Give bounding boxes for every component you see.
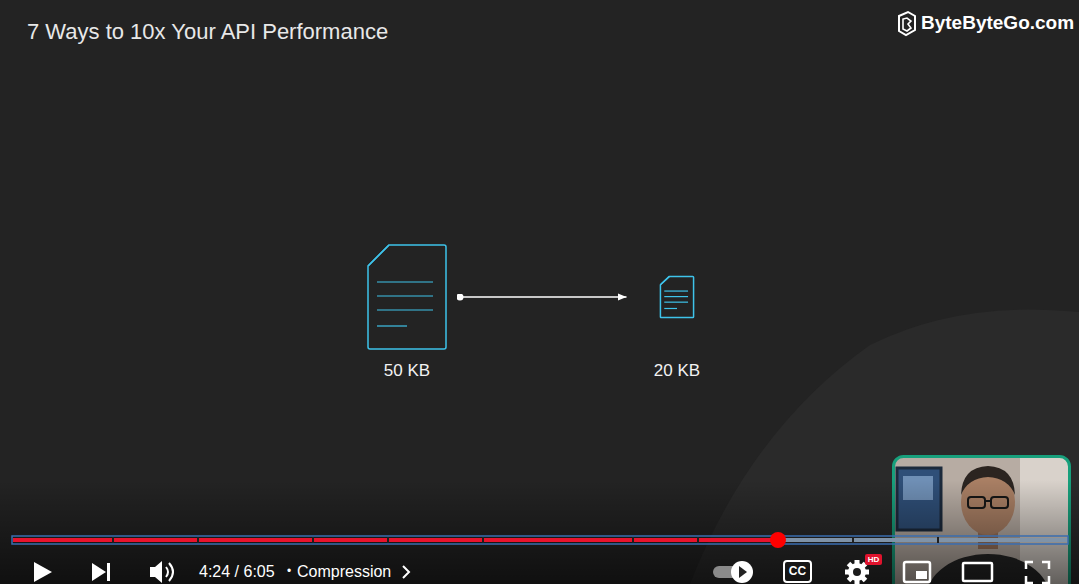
- miniplayer-icon: [904, 562, 930, 582]
- autoplay-knob: [731, 561, 753, 583]
- chapter-gap: [852, 537, 854, 543]
- document-fold: [368, 245, 389, 266]
- bar-buffered: [13, 538, 1067, 542]
- chapter-gap: [937, 537, 939, 543]
- volume-icon: [150, 561, 162, 583]
- hd-badge-text: HD: [868, 555, 880, 564]
- player-controls: [34, 554, 1049, 584]
- hd-badge: [865, 554, 882, 565]
- gear-tooth: [847, 562, 868, 583]
- bottom-shade: [0, 480, 1079, 584]
- chapter-gap: [482, 537, 484, 543]
- bar-played: [13, 538, 778, 542]
- gear-tooth: [847, 562, 868, 583]
- document-node: 50 KB: [367, 244, 447, 382]
- fullscreen-icon: [1026, 562, 1049, 583]
- chapter-gaps: [112, 537, 939, 543]
- cc-button-text: CC: [789, 565, 806, 579]
- next-bar: [107, 563, 110, 581]
- chapter-gap: [632, 537, 634, 543]
- document-text-line: [377, 325, 407, 326]
- size-label: 50 KB: [367, 360, 447, 382]
- document-icon: [660, 276, 694, 318]
- flow-arrow: [460, 296, 627, 298]
- miniplayer-inner: [916, 571, 927, 579]
- brand-name: ByteByteGo.com: [921, 12, 1074, 34]
- progress-bar: [12, 532, 1068, 548]
- chapter-gap: [312, 537, 314, 543]
- autoplay-play: [739, 566, 747, 578]
- document-outline: [368, 245, 446, 349]
- logo-mark: [903, 18, 911, 31]
- gear-body: [848, 563, 866, 581]
- playhead: [770, 532, 786, 548]
- chapter-name: Compression: [297, 563, 391, 581]
- chapter-gap: [112, 537, 114, 543]
- cc-button: [784, 561, 811, 582]
- document-fold: [660, 276, 669, 284]
- bar-outline: [12, 536, 1068, 544]
- document-outline: [660, 276, 693, 317]
- gear-hole: [853, 568, 861, 576]
- chapter-gap: [387, 537, 389, 543]
- time-display: 4:24 / 6:05: [199, 563, 275, 581]
- document-icon: [367, 244, 447, 350]
- chapter-gap: [697, 537, 699, 543]
- separator-dot: •: [287, 565, 291, 579]
- chapter-gap: [197, 537, 199, 543]
- logo-outline: [899, 12, 915, 35]
- slide-title: 7 Ways to 10x Your API Performance: [27, 19, 388, 44]
- document-node: 20 KB: [652, 276, 703, 382]
- document-text-line: [664, 290, 688, 291]
- volume-wave: [166, 567, 168, 577]
- theater-icon: [963, 563, 992, 581]
- document-text-line: [377, 295, 433, 296]
- size-label: 20 KB: [652, 360, 703, 382]
- document-text-line: [377, 309, 433, 310]
- next-icon: [92, 563, 106, 581]
- brand-logo: [899, 12, 915, 35]
- play-icon: [34, 562, 52, 582]
- document-text-line: [664, 308, 677, 309]
- document-text-line: [377, 281, 433, 282]
- volume-wave: [169, 563, 173, 581]
- chapter-chevron: [403, 566, 409, 578]
- document-text-line: [664, 302, 688, 303]
- document-text-line: [664, 296, 688, 297]
